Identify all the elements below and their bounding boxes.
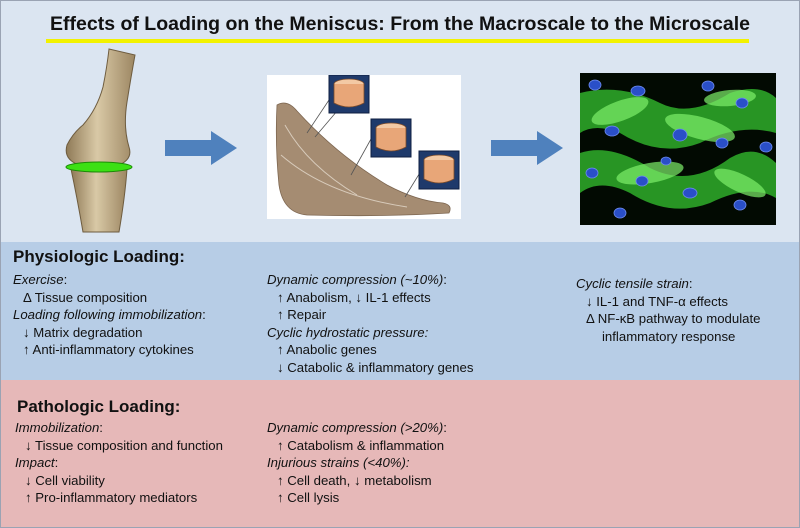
figure-title: Effects of Loading on the Meniscus: From… <box>50 13 750 35</box>
list-item: inflammatory response <box>602 328 736 344</box>
dynamic-compression-label: Dynamic compression (~10%) <box>267 272 444 287</box>
list-item: ↑ Anti-inflammatory cytokines <box>23 342 194 357</box>
list-item: ↓ IL-1 and TNF-α effects <box>586 293 728 309</box>
list-item: ↑ Repair <box>277 307 327 322</box>
injurious-strains-label: Injurious strains (<40%): <box>267 455 410 470</box>
impact-label: Impact <box>15 455 55 470</box>
knee-joint-illustration <box>65 48 136 233</box>
title-underline <box>46 39 749 43</box>
list-item: ↑ Pro-inflammatory mediators <box>25 490 198 505</box>
fluorescent-meniscus-cells-micrograph <box>580 73 776 225</box>
physiologic-col-1: Exercise: Δ Tissue composition Loading f… <box>13 271 206 359</box>
cyclic-tensile-strain-label: Cyclic tensile strain <box>576 276 689 291</box>
physiologic-col-2: Dynamic compression (~10%): ↑ Anabolism,… <box>267 271 473 376</box>
colon: : <box>443 420 447 435</box>
list-item: ↑ Anabolism, ↓ IL-1 effects <box>277 289 431 305</box>
list-item: ↓ Tissue composition and function <box>25 437 223 453</box>
list-item: Δ Tissue composition <box>23 289 148 305</box>
immobilization-label: Immobilization <box>15 420 100 435</box>
list-item: ↑ Cell death, ↓ metabolism <box>277 472 432 488</box>
colon: : <box>99 420 103 435</box>
meniscus-section-with-tissue-plugs <box>267 75 461 219</box>
list-item: ↑ Anabolic genes <box>277 342 377 357</box>
cyclic-hydrostatic-pressure-label: Cyclic hydrostatic pressure: <box>267 324 429 340</box>
list-item: ↓ Cell viability <box>25 472 105 488</box>
tissue-plug-3 <box>418 150 460 190</box>
colon: : <box>54 455 59 470</box>
pathologic-col-1: Immobilization: ↓ Tissue composition and… <box>15 419 223 507</box>
list-item: ↑ Cell lysis <box>277 490 340 505</box>
list-item: ↓ Matrix degradation <box>23 324 143 340</box>
physiologic-loading-header: Physiologic Loading: <box>13 247 185 266</box>
colon: : <box>688 276 693 291</box>
loading-following-immobilization-label: Loading following immobilization <box>13 307 203 322</box>
list-item: ↓ Catabolic & inflammatory genes <box>277 359 474 375</box>
pathologic-loading-panel <box>1 380 799 527</box>
list-item: Δ NF-κB pathway to modulate <box>586 311 761 326</box>
pathologic-col-2: Dynamic compression (>20%): ↑ Catabolism… <box>267 419 447 507</box>
colon: : <box>202 307 206 322</box>
physiologic-loading-panel <box>1 242 799 380</box>
colon: : <box>63 272 68 287</box>
tissue-plug-1 <box>328 75 370 114</box>
tissue-plug-2 <box>370 118 412 158</box>
arrow-macro-to-tissue <box>165 131 237 165</box>
arrow-tissue-to-cells <box>491 131 563 165</box>
colon: : <box>443 272 447 287</box>
list-item: ↑ Catabolism & inflammation <box>277 437 445 453</box>
dynamic-compression-label: Dynamic compression (>20%) <box>267 420 444 435</box>
exercise-label: Exercise <box>13 272 64 287</box>
physiologic-col-3: Cyclic tensile strain: ↓ IL-1 and TNF-α … <box>576 275 760 345</box>
pathologic-loading-header: Pathologic Loading: <box>17 397 181 416</box>
